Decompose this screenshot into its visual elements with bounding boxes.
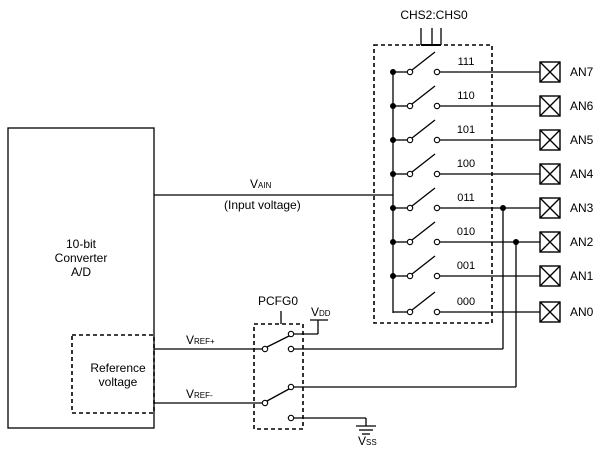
an1-switch-contact [433,272,441,280]
an2-switch-pivot [406,238,414,246]
converter-label-line1: 10-bit [66,237,97,251]
reference-label-line2: voltage [99,375,138,389]
an5-switch-blade [411,119,436,139]
an5-pin-label: AN5 [570,133,594,147]
an1-switch-blade [411,255,436,275]
analog-mux-box [373,44,493,324]
an4-pin-cross-b [539,163,561,185]
vref-plus-label: VREF+ [186,333,215,347]
reference-selector-box [253,323,304,430]
an7-switch-contact [433,68,441,76]
an4-pin-label: AN4 [570,167,594,181]
an1-pin-cross-b [539,265,561,287]
vref-minus-external-contact [287,383,295,391]
an4-select-code: 100 [457,158,475,170]
an7-pin-cross-b [539,61,561,83]
an2-pin-cross-b [539,231,561,253]
an3-select-code: 011 [457,192,475,204]
vdd-label: VDD [311,305,331,319]
channel-select-label: CHS2:CHS0 [400,8,468,22]
vref-minus-label: VREF- [186,387,213,401]
an3-junction-dot [500,205,506,211]
an1-pin-label: AN1 [570,269,594,283]
converter-label-line2: Converter [55,251,108,265]
an0-pin-cross-b [539,301,561,323]
converter-label-line3: A/D [71,265,91,279]
an5-select-code: 101 [457,124,475,136]
vain-label: VAIN [250,177,272,191]
an7-bus-junction-dot [390,69,396,75]
an1-switch-pivot [406,272,414,280]
an2-switch-blade [411,221,436,241]
an3-bus-junction-dot [390,205,396,211]
input-voltage-label: (Input voltage) [224,198,301,212]
an7-pin-label: AN7 [570,65,594,79]
vref-minus-switch-blade [266,388,290,402]
an4-switch-contact [433,170,441,178]
an5-pin-cross-b [539,129,561,151]
an4-switch-pivot [406,170,414,178]
an2-pin-label: AN2 [570,235,594,249]
ground-icon [356,425,376,435]
reference-voltage-block [71,334,155,414]
vref-plus-switch-pivot [261,345,269,353]
vdd-contact [287,330,295,338]
an0-pin-label: AN0 [570,305,594,319]
vref-plus-switch-blade [266,335,290,348]
an4-switch-blade [411,153,436,173]
an5-bus-junction-dot [390,137,396,143]
vref-plus-external-contact [287,345,295,353]
an2-select-code: 010 [457,226,475,238]
an2-junction-dot [513,239,519,245]
an6-pin-cross-b [539,95,561,117]
an7-select-code: 111 [458,56,475,68]
an3-pin-cross-b [539,197,561,219]
an2-switch-contact [433,238,441,246]
vss-label: VSS [358,434,377,448]
an3-pin-label: AN3 [570,201,594,215]
an6-bus-junction-dot [390,103,396,109]
pcfg0-label: PCFG0 [258,294,298,308]
an0-switch-blade [411,291,436,311]
vss-contact [287,414,295,422]
an0-select-code: 000 [457,296,475,308]
vref-minus-switch-pivot [261,399,269,407]
an4-bus-junction-dot [390,171,396,177]
an6-switch-contact [433,102,441,110]
an0-switch-pivot [406,308,414,316]
converter-block [7,127,155,429]
an3-switch-blade [411,187,436,207]
an5-switch-pivot [406,136,414,144]
an7-switch-blade [411,51,436,71]
an3-switch-contact [433,204,441,212]
an6-select-code: 110 [457,90,475,102]
an6-switch-blade [411,85,436,105]
an5-switch-contact [433,136,441,144]
reference-label-line1: Reference [90,361,146,375]
an6-pin-label: AN6 [570,99,594,113]
an3-switch-pivot [406,204,414,212]
an1-select-code: 001 [457,260,475,272]
an2-bus-junction-dot [390,239,396,245]
an1-bus-junction-dot [390,273,396,279]
an6-switch-pivot [406,102,414,110]
an7-switch-pivot [406,68,414,76]
an0-switch-contact [433,308,441,316]
